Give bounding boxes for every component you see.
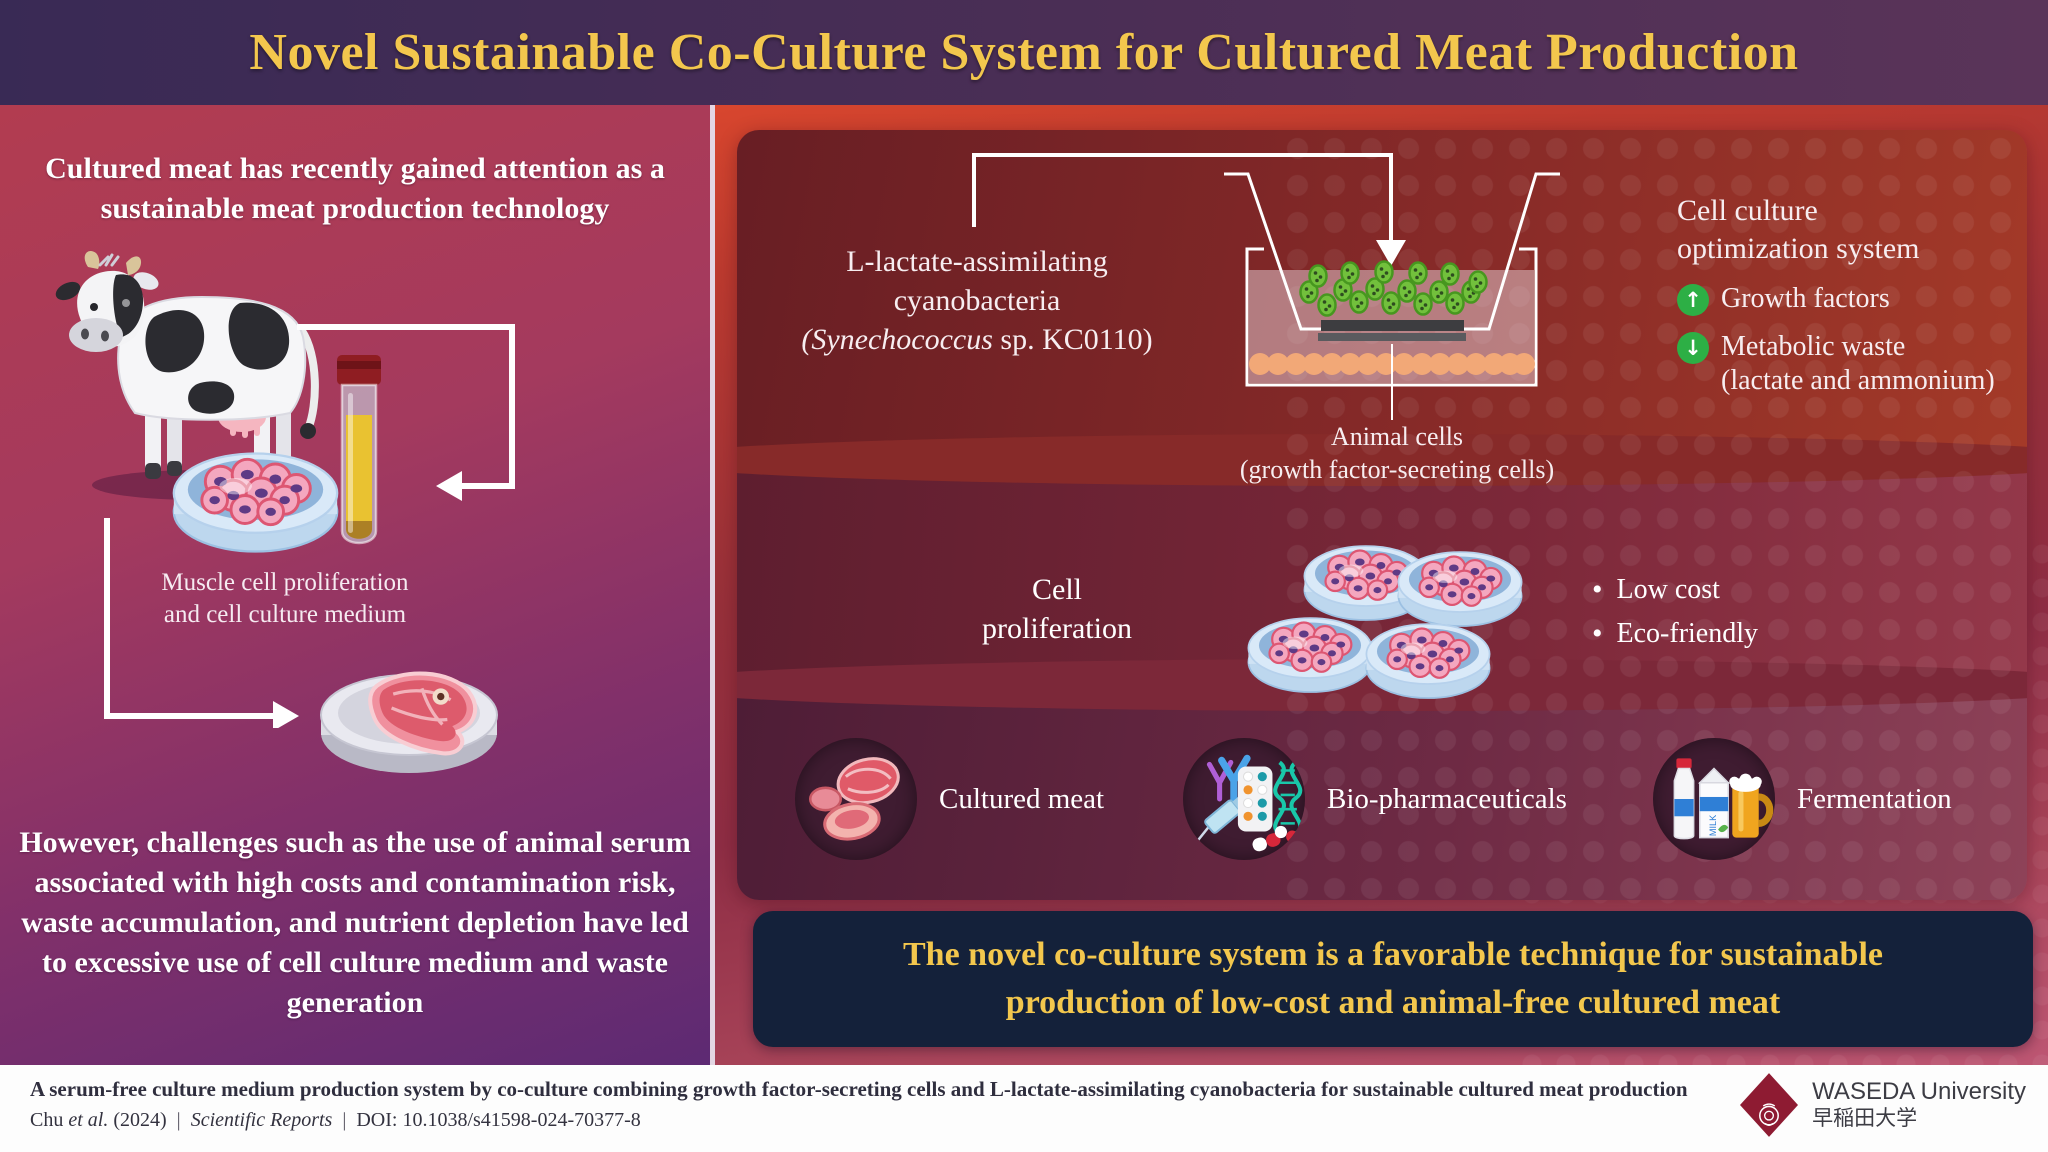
elbow-arrow-down-icon [104,518,299,728]
intro-statement: Cultured meat has recently gained attent… [45,152,665,225]
citation-line: Chu et al. (2024)|Scientific Reports|DOI… [30,1109,641,1131]
right-panel: L-lactate-assimilating cyanobacteria (Sy… [715,105,2048,1065]
benefit-item: • Low cost [1592,568,1758,612]
muscle-cell-label: Muscle cell proliferation and cell cultu… [161,569,409,628]
bioreactor-diagram [972,153,1560,420]
main-content: Cultured meat has recently gained attent… [0,105,2048,1065]
decrease-icon: ↓ [1677,332,1709,364]
fermentation-icon: MILK [1653,738,1775,860]
footer-bar: A serum-free culture medium production s… [0,1065,2048,1152]
cultured-meat-icon [795,738,917,860]
animal-cells-label: Animal cells (growth factor-secreting ce… [1239,422,1555,484]
optimization-block: Cell culture optimization system ↑ Growt… [1677,192,2027,398]
elbow-arrow-right-icon [297,324,515,501]
challenge-statement: However, challenges such as the use of a… [19,826,691,1019]
cell-proliferation-label: Cell proliferation [982,573,1132,645]
bio-pharmaceuticals-icon [1183,738,1305,860]
application-cultured-meat: Cultured meat [795,738,1104,860]
application-biopharma: Bio-pharmaceuticals [1183,738,1567,860]
conclusion-banner: The novel co-culture system is a favorab… [753,911,2033,1047]
application-label: Bio-pharmaceuticals [1327,782,1567,815]
meat-dish-illustration [320,671,498,773]
paper-title: A serum-free culture medium production s… [30,1077,1688,1101]
waseda-logo-text: WASEDA University 早稲田大学 [1812,1078,2026,1130]
panel-divider [710,105,715,1065]
bullet-icon: • [1592,617,1603,650]
cyanobacteria-label: L-lactate-assimilating cyanobacteria (Sy… [801,245,1153,356]
svg-text:MILK: MILK [1708,815,1718,836]
application-label: Cultured meat [939,782,1105,815]
benefits-list: • Low cost • Eco-friendly [1592,568,1758,656]
benefit-item: • Eco-friendly [1592,612,1758,656]
waseda-logo: WASEDA University 早稲田大学 [1740,1073,2026,1137]
applications-zone [737,659,2027,900]
optimization-item-subtext: (lactate and ammonium) [1721,365,1995,396]
application-fermentation: MILK Fermentation [1653,738,1952,860]
optimization-item: ↑ Growth factors [1677,282,2027,316]
left-panel: Cultured meat has recently gained attent… [0,105,710,1065]
waseda-crest-icon [1740,1073,1799,1137]
process-card: L-lactate-assimilating cyanobacteria (Sy… [737,130,2027,900]
cow-illustration [55,250,319,500]
conclusion-text: The novel co-culture system is a favorab… [903,936,1883,1021]
header-bar: Novel Sustainable Co-Culture System for … [0,0,2048,105]
optimization-item: ↓ Metabolic waste [1677,330,2027,364]
optimization-title: Cell culture optimization system [1677,194,1920,265]
increase-icon: ↑ [1677,284,1709,316]
test-tube-illustration [337,355,381,545]
application-label: Fermentation [1797,782,1952,815]
page-title: Novel Sustainable Co-Culture System for … [249,24,1799,81]
bullet-icon: • [1592,573,1603,606]
animal-cells-icon [1249,353,1535,375]
petri-dish-cluster-illustration [1247,545,1523,700]
